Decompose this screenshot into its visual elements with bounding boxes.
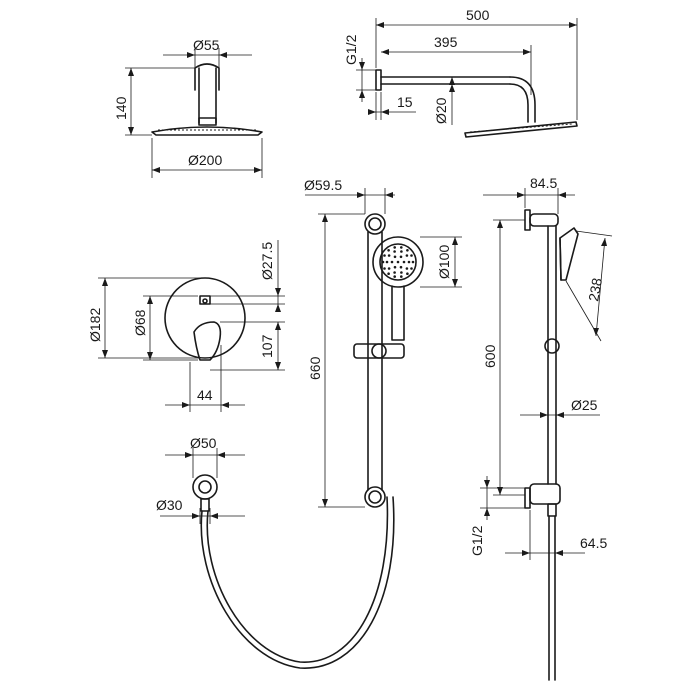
- spray-nozzle: [406, 249, 409, 252]
- spray-nozzle: [400, 246, 403, 249]
- wall-outlet-and-hose: Ø50 Ø30: [156, 435, 395, 669]
- dim-side-thread: G1/2: [469, 525, 485, 556]
- dim-mixer-knob: Ø27.5: [259, 242, 275, 280]
- dim-outlet: Ø50: [190, 435, 217, 451]
- spray-nozzle: [387, 272, 390, 276]
- dim-side-rail-length: 600: [482, 344, 498, 368]
- dim-shower-head-diameter: Ø200: [188, 152, 222, 168]
- spray-nozzle: [410, 267, 413, 270]
- dim-arm-total-length: 500: [466, 7, 490, 23]
- dim-side-top-depth: 84.5: [530, 175, 557, 191]
- wall-mixer-icon: Ø182 Ø68 Ø27.5 107 44: [87, 240, 285, 412]
- spray-nozzle: [402, 260, 406, 264]
- spray-nozzle: [393, 255, 397, 259]
- dim-side-bottom-depth: 64.5: [580, 535, 607, 551]
- dim-shower-head-height: 140: [113, 96, 129, 120]
- dim-rail-pipe: Ø25: [571, 397, 598, 413]
- spray-nozzle: [393, 250, 396, 253]
- dim-arm-flange: 15: [397, 94, 413, 110]
- spray-nozzle: [387, 267, 391, 270]
- spray-nozzle: [393, 275, 397, 278]
- spray-nozzle: [400, 275, 403, 278]
- spray-nozzle: [381, 260, 385, 264]
- spray-nozzle: [383, 254, 386, 257]
- dim-arm-thread: G1/2: [343, 34, 359, 65]
- hand-shower-icon: [372, 236, 424, 341]
- dim-mixer-plate: Ø182: [87, 308, 103, 342]
- spray-nozzle: [387, 254, 391, 257]
- spray-nozzle: [387, 249, 390, 252]
- spray-nozzle: [393, 271, 396, 274]
- spray-nozzle: [405, 267, 409, 270]
- dim-mixer-inner: Ø68: [132, 309, 148, 336]
- spray-nozzle: [399, 255, 403, 259]
- dim-mixer-handle-width: 44: [197, 387, 213, 403]
- dim-rail-top: Ø59.5: [304, 177, 342, 193]
- spray-nozzle: [411, 260, 415, 264]
- spray-nozzle: [383, 267, 386, 270]
- spray-nozzle: [390, 260, 394, 264]
- sliding-rail-side-view: 84.5 600 238 Ø25 G1/2 64.5: [469, 175, 613, 681]
- spray-nozzle: [405, 254, 409, 257]
- spray-nozzle: [400, 271, 403, 274]
- spray-nozzle: [400, 250, 403, 253]
- shower-head-front-view: Ø55 140 Ø200: [113, 37, 263, 178]
- dim-rail-length: 660: [307, 356, 323, 380]
- dim-mixer-handle-offset: 107: [259, 334, 275, 358]
- spray-nozzle: [396, 260, 400, 264]
- spray-nozzle: [393, 265, 397, 269]
- dim-shower-head-top: Ø55: [193, 37, 220, 53]
- dim-hand-shower-length: 238: [585, 277, 605, 303]
- sliding-rail-front-view: Ø59.5 660 Ø100: [304, 177, 462, 508]
- spray-nozzle: [393, 246, 397, 249]
- spray-nozzle: [399, 265, 403, 269]
- dim-hose-connector: Ø30: [156, 497, 183, 513]
- spray-nozzle: [406, 272, 409, 276]
- spray-nozzle: [385, 260, 389, 264]
- dim-arm-length: 395: [434, 34, 458, 50]
- spray-nozzle: [410, 254, 413, 257]
- shower-arm-side-view: 500 395 G1/2 15 Ø20: [343, 7, 578, 138]
- dim-hand-shower: Ø100: [436, 245, 452, 279]
- dim-arm-pipe: Ø20: [433, 97, 449, 124]
- spray-nozzle: [407, 260, 411, 264]
